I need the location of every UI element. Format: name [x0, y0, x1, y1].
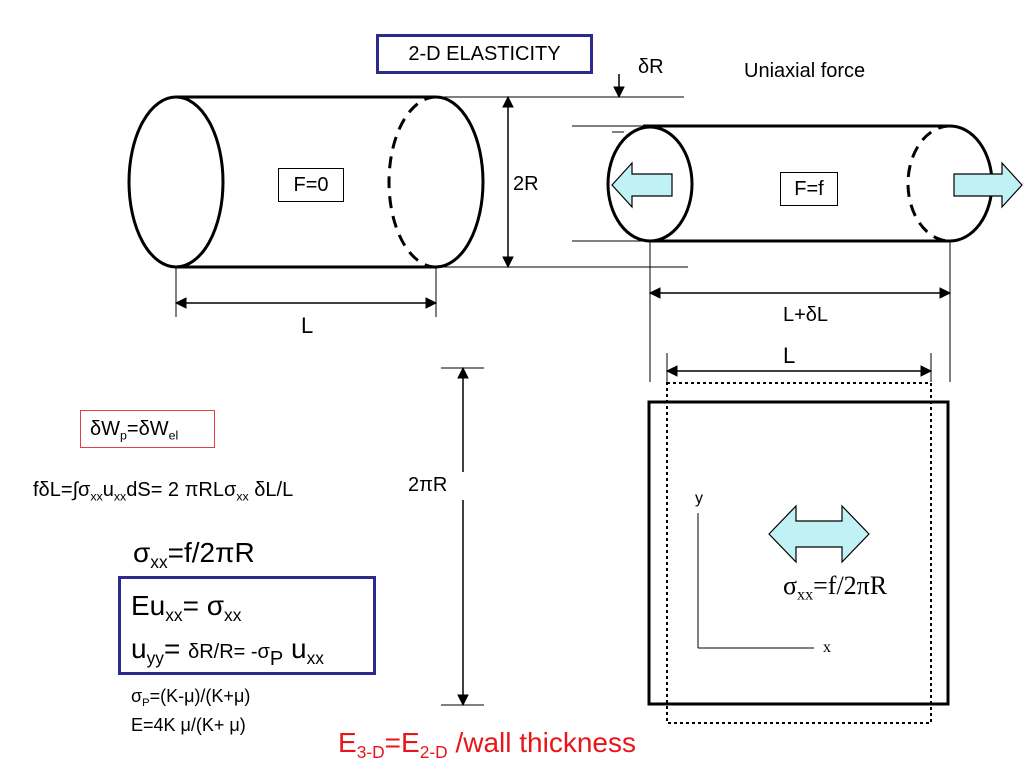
sheet-stress-equation: σxx=f/2πR	[783, 571, 888, 604]
arrowhead-2r-top	[502, 95, 514, 108]
label-length-plus: L+δL	[783, 304, 829, 326]
arrowhead-l-left	[174, 297, 187, 309]
dimensions-stretched	[572, 125, 952, 382]
arrowhead-ldl-left	[648, 287, 661, 299]
cylinder-right-end-hidden	[387, 95, 437, 269]
hooke-equation: Euxx= σxx	[131, 590, 242, 626]
arrowhead-2r-bottom	[502, 256, 514, 269]
arrowhead-l2-right	[920, 365, 933, 377]
arrow-right-icon	[953, 161, 1023, 209]
stress-equation: σxx=f/2πR	[133, 537, 255, 573]
diagram-title: 2-D ELASTICITY	[408, 43, 561, 65]
arrowhead-l2-left	[665, 365, 678, 377]
cylinder-left-end	[127, 95, 225, 269]
label-two-r: 2R	[513, 173, 539, 195]
energy-balance-box: δWp=δWel	[80, 410, 215, 448]
constitutive-box	[118, 576, 376, 675]
title-box: 2-D ELASTICITY	[376, 34, 593, 74]
label-force-f: F=f	[780, 172, 838, 206]
wall-thickness-equation: E3-D=E2-D /wall thickness	[338, 727, 636, 763]
label-length: L	[301, 313, 314, 338]
arrowhead-circ-top	[457, 366, 469, 379]
label-length-sheet: L	[783, 343, 796, 368]
label-circumference: 2πR	[408, 474, 448, 496]
label-uniaxial-force: Uniaxial force	[744, 60, 866, 82]
arrowhead-ldl-right	[939, 287, 952, 299]
strain-equation: uyy= δR/R= -σP uxx	[131, 633, 324, 670]
arrowhead-circ-bottom	[457, 694, 469, 707]
dimensions-unstressed	[174, 74, 688, 317]
sheet-stretched	[647, 400, 950, 706]
cylinder-right-end-visible	[435, 95, 485, 269]
label-axis-y: y	[695, 490, 703, 507]
sheet-original	[666, 382, 932, 724]
delta-r-arrowhead	[613, 86, 625, 99]
label-delta-r: δR	[638, 56, 664, 78]
force-arrows	[611, 161, 1023, 209]
stretched-right-end-hidden	[906, 124, 951, 243]
arrow-left-icon	[611, 161, 673, 209]
arrowhead-l-right	[425, 297, 438, 309]
poisson-equation: σP=(K-μ)/(K+μ)	[131, 686, 251, 709]
double-arrow-icon	[768, 504, 870, 564]
label-axis-x: x	[823, 639, 831, 656]
dimension-circumference	[441, 366, 484, 707]
modulus-equation: E=4K μ/(K+ μ)	[131, 715, 246, 735]
label-force-zero: F=0	[278, 168, 344, 202]
unrolled-sheet	[647, 382, 950, 724]
work-equation: fδL=∫σxxuxxdS= 2 πRLσxx δL/L	[33, 479, 294, 504]
